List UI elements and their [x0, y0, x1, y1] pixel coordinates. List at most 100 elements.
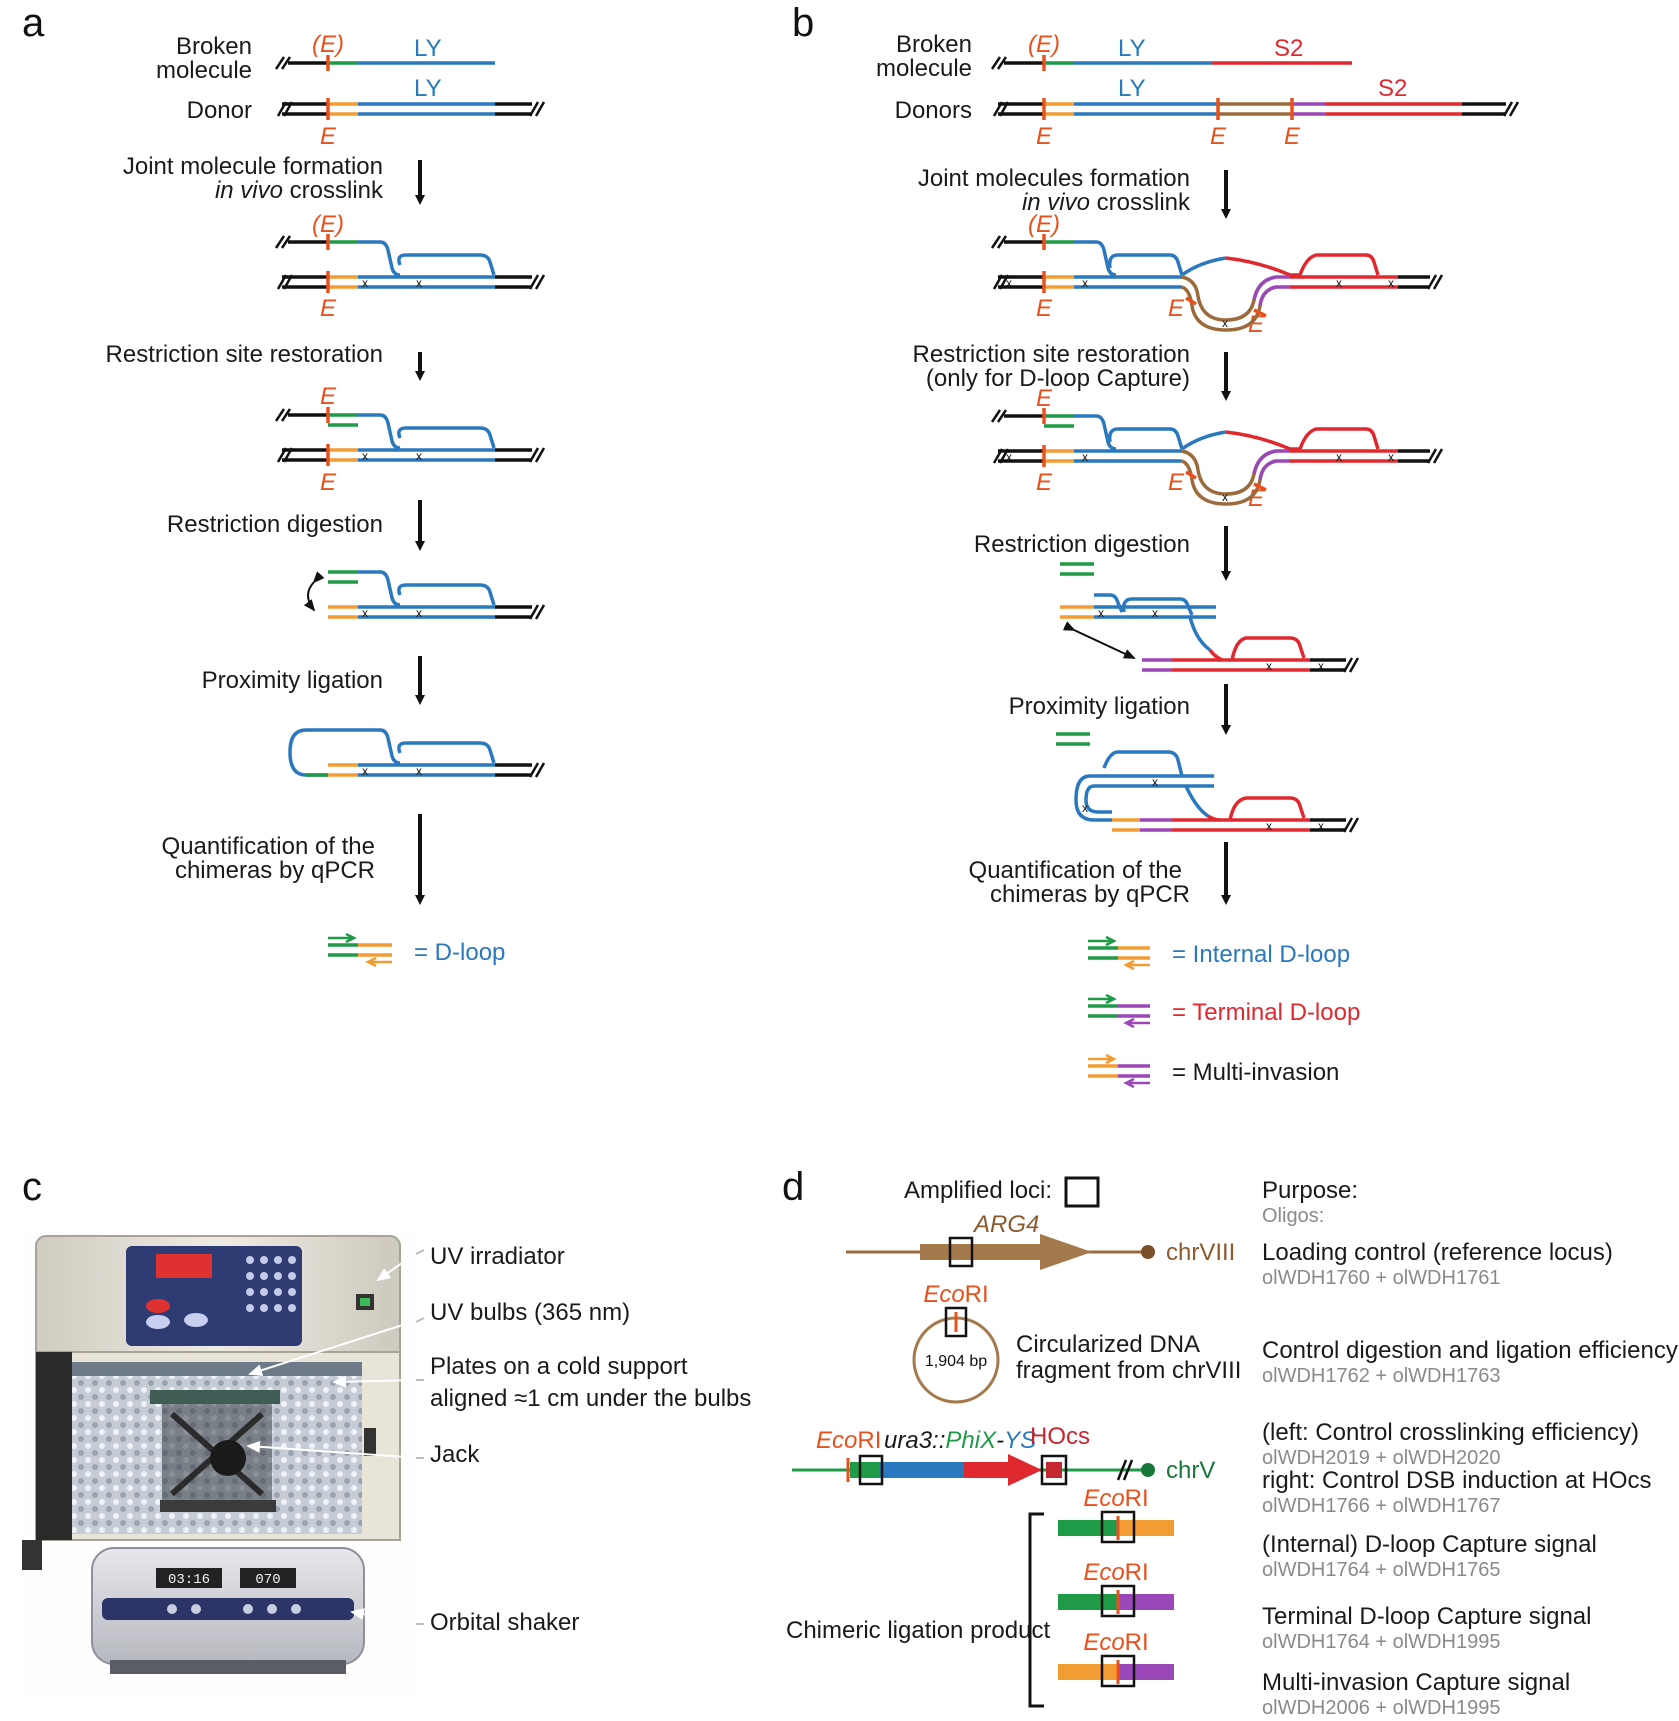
b-ly-broken: LY: [1118, 35, 1146, 62]
multi-invasion-chimera-icon: [1088, 1053, 1150, 1089]
shaker-speed: 070: [255, 1572, 280, 1588]
step-a5-line1: Quantification of the: [162, 833, 375, 860]
broken-molecule-label-1: Broken: [176, 33, 252, 60]
oligos-header: Oligos:: [1262, 1205, 1324, 1227]
b-ly-donor: LY: [1118, 75, 1146, 102]
svg-text:x: x: [416, 449, 422, 463]
ys-arrow: [964, 1454, 1042, 1486]
d-loop-chimera-icon: [328, 932, 392, 968]
chimeric-product-label: Chimeric ligation product: [786, 1617, 1050, 1644]
svg-text:x: x: [1082, 450, 1088, 464]
phix-segment: [880, 1462, 964, 1478]
svg-text:x: x: [1152, 606, 1158, 620]
panel-letter-a: a: [22, 1, 45, 45]
result-d-loop: = D-loop: [414, 939, 505, 966]
label-jack: Jack: [430, 1441, 480, 1468]
svg-text:E: E: [1036, 469, 1053, 496]
svg-text:x: x: [1318, 659, 1324, 673]
step-a2: Restriction site restoration: [106, 341, 383, 368]
purpose-5-oligo: olWDH1764 + olWDH1765: [1262, 1559, 1500, 1581]
ecori-chimera-1: EcoRI: [1083, 1485, 1148, 1512]
step-a3: Restriction digestion: [167, 511, 383, 538]
svg-text:x: x: [1082, 276, 1088, 290]
svg-text:(E): (E): [312, 211, 344, 238]
circ-text-2: fragment from chrVIII: [1016, 1357, 1241, 1384]
label-plates-2: aligned ≈1 cm under the bulbs: [430, 1385, 751, 1412]
b-donors-label: Donors: [895, 97, 972, 124]
digested-molecules-b: x x x x: [1060, 562, 1360, 673]
svg-text:x: x: [362, 276, 368, 290]
purpose-2-title: Control digestion and ligation efficienc…: [1262, 1337, 1678, 1364]
svg-text:x: x: [362, 449, 368, 463]
ura3-phix-label: ura3::PhiX-YS: [884, 1427, 1036, 1454]
svg-text:x: x: [1082, 801, 1088, 815]
panel-b: Broken molecule Donors (E) LY S2 LY S2 E…: [876, 31, 1520, 1089]
step-b3: Restriction digestion: [974, 531, 1190, 558]
arg4-label: ARG4: [972, 1211, 1039, 1238]
step-b5-line1: Quantification of the: [969, 857, 1182, 884]
purpose-1-oligo: olWDH1760 + olWDH1761: [1262, 1267, 1500, 1289]
ligated-molecule-a: x x: [288, 728, 546, 778]
svg-text:E: E: [1036, 123, 1053, 150]
ecori-chimera-2: EcoRI: [1083, 1559, 1148, 1586]
ecori-label-circle: EcoRI: [923, 1281, 988, 1308]
ecori-site-paren: (E): [312, 31, 344, 58]
step-b1-line1: Joint molecules formation: [918, 165, 1190, 192]
purpose-7-title: Multi-invasion Capture signal: [1262, 1669, 1570, 1696]
label-orbital-shaker: Orbital shaker: [430, 1609, 579, 1636]
joint-molecule-a: (E) E x x: [274, 211, 546, 322]
label-uv-irradiator: UV irradiator: [430, 1243, 565, 1270]
purpose-3-oligo: olWDH2019 + olWDH2020: [1262, 1447, 1500, 1469]
svg-text:x: x: [416, 606, 422, 620]
amplified-loci-box-icon: [1064, 1176, 1100, 1208]
purpose-5-title: (Internal) D-loop Capture signal: [1262, 1531, 1597, 1558]
svg-text:E: E: [320, 295, 337, 322]
svg-text:E: E: [320, 469, 337, 496]
svg-text:x: x: [1266, 819, 1272, 833]
panel-c-photo: 03:16 070: [20, 1230, 421, 1698]
purpose-7-oligo: olWDH2006 + olWDH1995: [1262, 1697, 1500, 1719]
circle-size-label: 1,904 bp: [925, 1353, 987, 1370]
svg-text:x: x: [416, 276, 422, 290]
svg-text:x: x: [1098, 606, 1104, 620]
b-broken-label-1: Broken: [896, 31, 972, 58]
svg-text:x: x: [1006, 450, 1012, 464]
svg-text:E: E: [1168, 469, 1185, 496]
donor-duplex-b: [992, 98, 1520, 120]
svg-text:x: x: [416, 764, 422, 778]
label-uv-bulbs: UV bulbs (365 nm): [430, 1299, 630, 1326]
donor-duplex-a: [276, 98, 546, 120]
svg-text:x: x: [1222, 316, 1228, 330]
panel-d: Amplified loci: Purpose: Oligos: ARG4 ch…: [786, 1176, 1678, 1719]
callout-lines: [415, 1249, 425, 1625]
svg-text:E: E: [1036, 295, 1053, 322]
svg-text:E: E: [1168, 295, 1185, 322]
label-plates-1: Plates on a cold support: [430, 1353, 688, 1380]
svg-text:x: x: [362, 606, 368, 620]
svg-text:x: x: [1266, 659, 1272, 673]
svg-text:(E): (E): [1028, 211, 1060, 238]
step-b4: Proximity ligation: [1009, 693, 1190, 720]
b-s2-broken: S2: [1274, 35, 1303, 62]
purpose-6-oligo: olWDH1764 + olWDH1995: [1262, 1631, 1500, 1653]
purpose-header: Purpose:: [1262, 1177, 1358, 1204]
hocs-label: HOcs: [1030, 1423, 1090, 1450]
svg-text:E: E: [1210, 123, 1227, 150]
step-b2-line2: (only for D-loop Capture): [926, 365, 1190, 392]
svg-text:x: x: [1388, 450, 1394, 464]
result-internal-d-loop: = Internal D-loop: [1172, 941, 1350, 968]
display-icon: [156, 1254, 212, 1278]
amplified-loci-label: Amplified loci:: [904, 1177, 1052, 1204]
svg-text:x: x: [1336, 276, 1342, 290]
step-a5-line2: chimeras by qPCR: [175, 857, 375, 884]
ecori-label-chrv: EcoRI: [816, 1427, 881, 1454]
step-a4: Proximity ligation: [202, 667, 383, 694]
b-s2-donor: S2: [1378, 75, 1407, 102]
ligated-molecules-b: x x x x: [1056, 732, 1360, 833]
svg-text:x: x: [362, 764, 368, 778]
purpose-4-oligo: olWDH1766 + olWDH1767: [1262, 1495, 1500, 1517]
panel-letter-c: c: [22, 1165, 42, 1209]
internal-d-loop-chimera-icon: [1088, 935, 1150, 971]
ly-label-donor: LY: [414, 75, 442, 102]
step-b1-line2: in vivo crosslink: [1022, 189, 1191, 216]
